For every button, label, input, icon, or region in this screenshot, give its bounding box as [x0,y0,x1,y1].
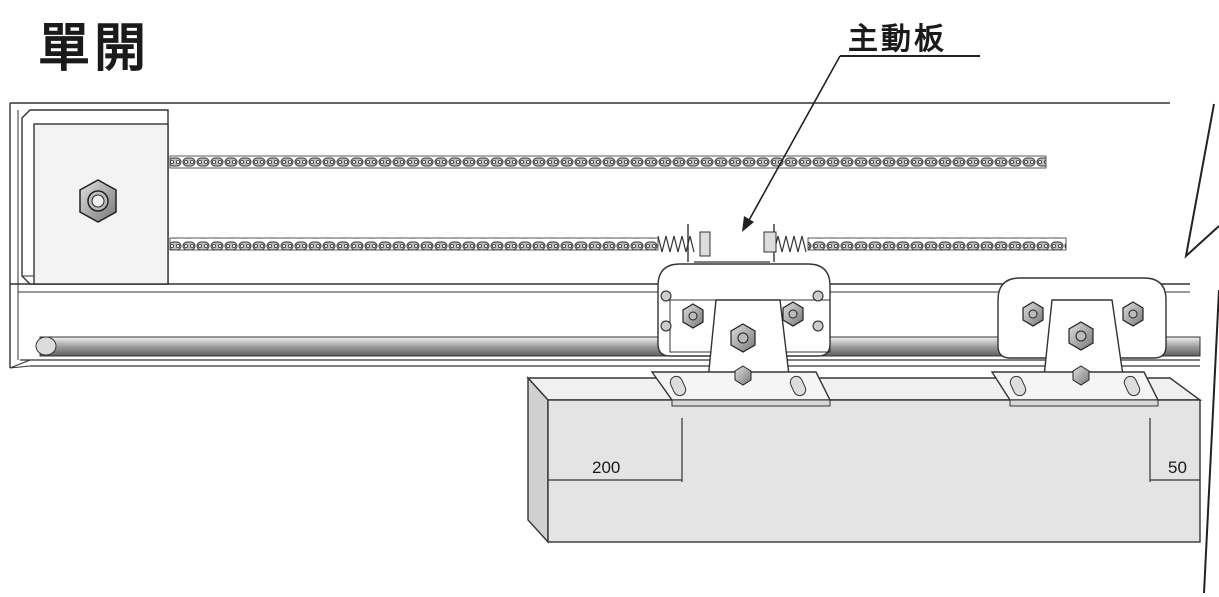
callout-leader [742,55,980,232]
lower-chain-right [807,237,1067,251]
lower-chain-left [169,237,659,251]
trolley-right [990,277,1167,407]
dimension-left: 200 [592,458,621,477]
bolt-icon [1022,301,1144,386]
chain-tensioner [657,224,807,263]
motor-bracket [21,109,169,285]
hex-nut-icon [79,179,117,223]
break-line [1184,103,1219,594]
trolley-left [650,263,832,407]
dimension-right: 50 [1168,458,1187,477]
callout-label: 主動板 [848,22,947,57]
housing [9,102,1200,369]
page-title: 單開 [38,19,151,79]
bolt-icon [660,290,824,386]
guide-rod [35,336,1201,357]
upper-chain [169,155,1047,169]
